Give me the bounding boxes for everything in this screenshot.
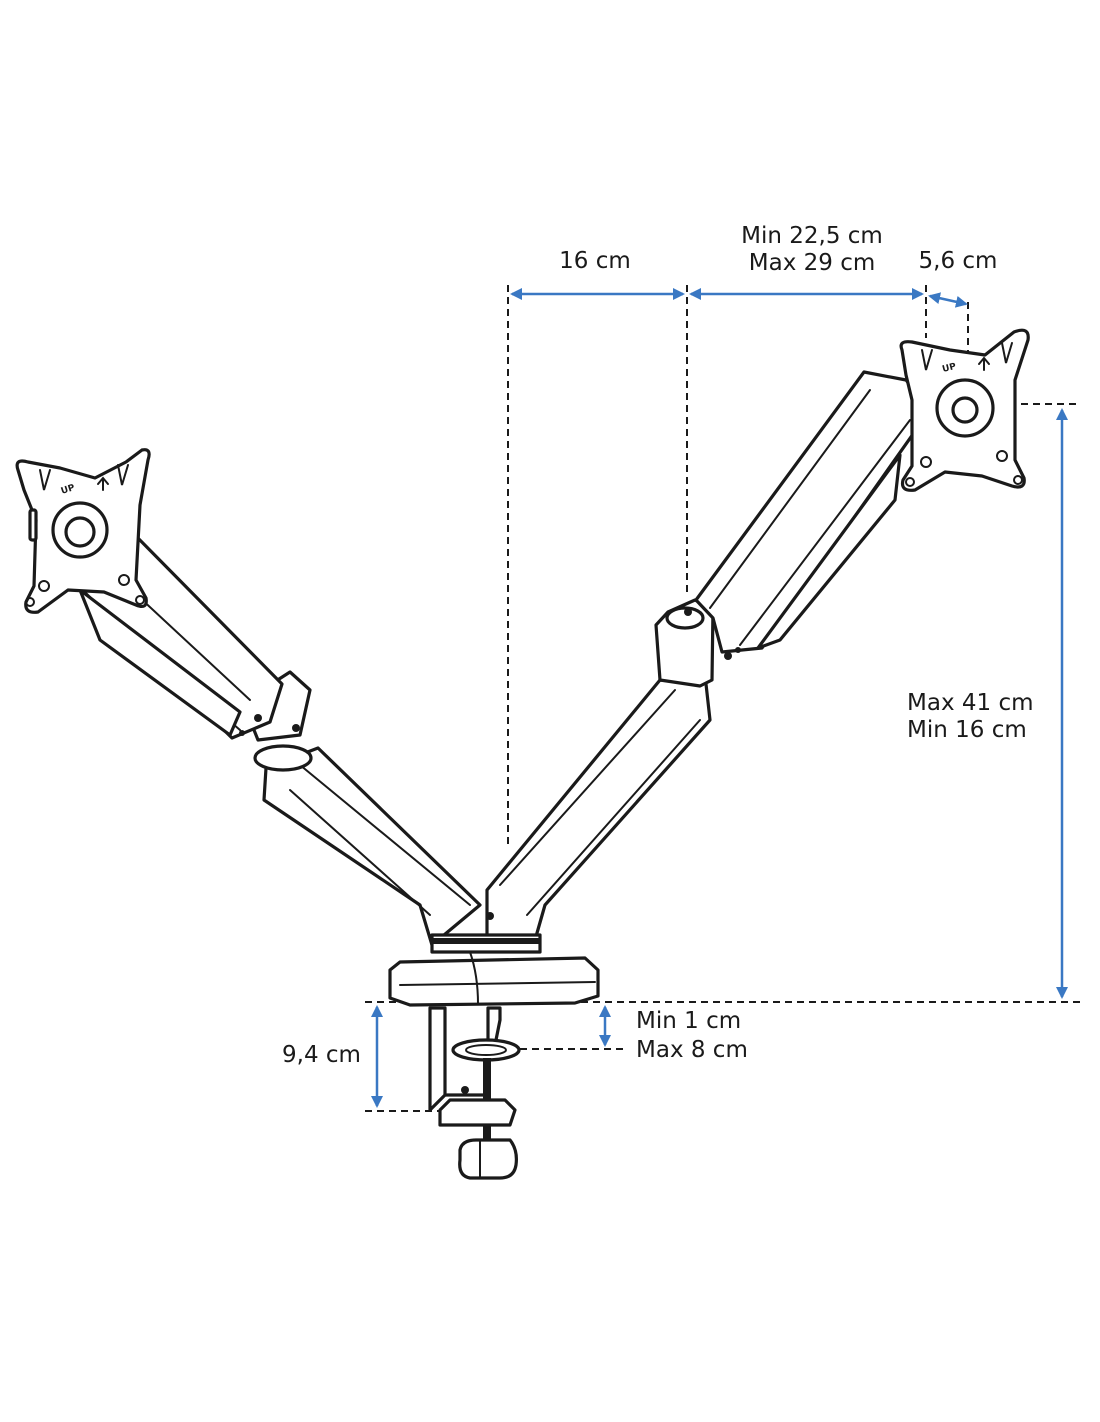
base-and-clamp	[388, 933, 600, 1180]
label-desk-min: Min 1 cm	[636, 1008, 741, 1034]
label-arm-length-min: Min 22,5 cm	[741, 223, 883, 249]
left-vesa-plate: UP	[15, 448, 151, 614]
right-plate-up-label: UP	[941, 362, 957, 375]
left-plate-up-label: UP	[60, 483, 77, 497]
label-clamp-height: 9,4 cm	[282, 1042, 361, 1068]
label-height-max: Max 41 cm	[907, 690, 1034, 716]
dimension-arrows	[371, 288, 1068, 1108]
up-arrow-icon	[978, 356, 990, 371]
label-vesa-offset: 5,6 cm	[919, 248, 998, 274]
label-height-min: Min 16 cm	[907, 717, 1027, 743]
right-vesa-plate: UP	[899, 328, 1030, 492]
right-arm	[485, 370, 932, 942]
up-arrow-icon	[97, 476, 109, 491]
label-arm-length-max: Max 29 cm	[749, 250, 876, 276]
label-desk-max: Max 8 cm	[636, 1037, 748, 1063]
label-arm-offset: 16 cm	[559, 248, 631, 274]
